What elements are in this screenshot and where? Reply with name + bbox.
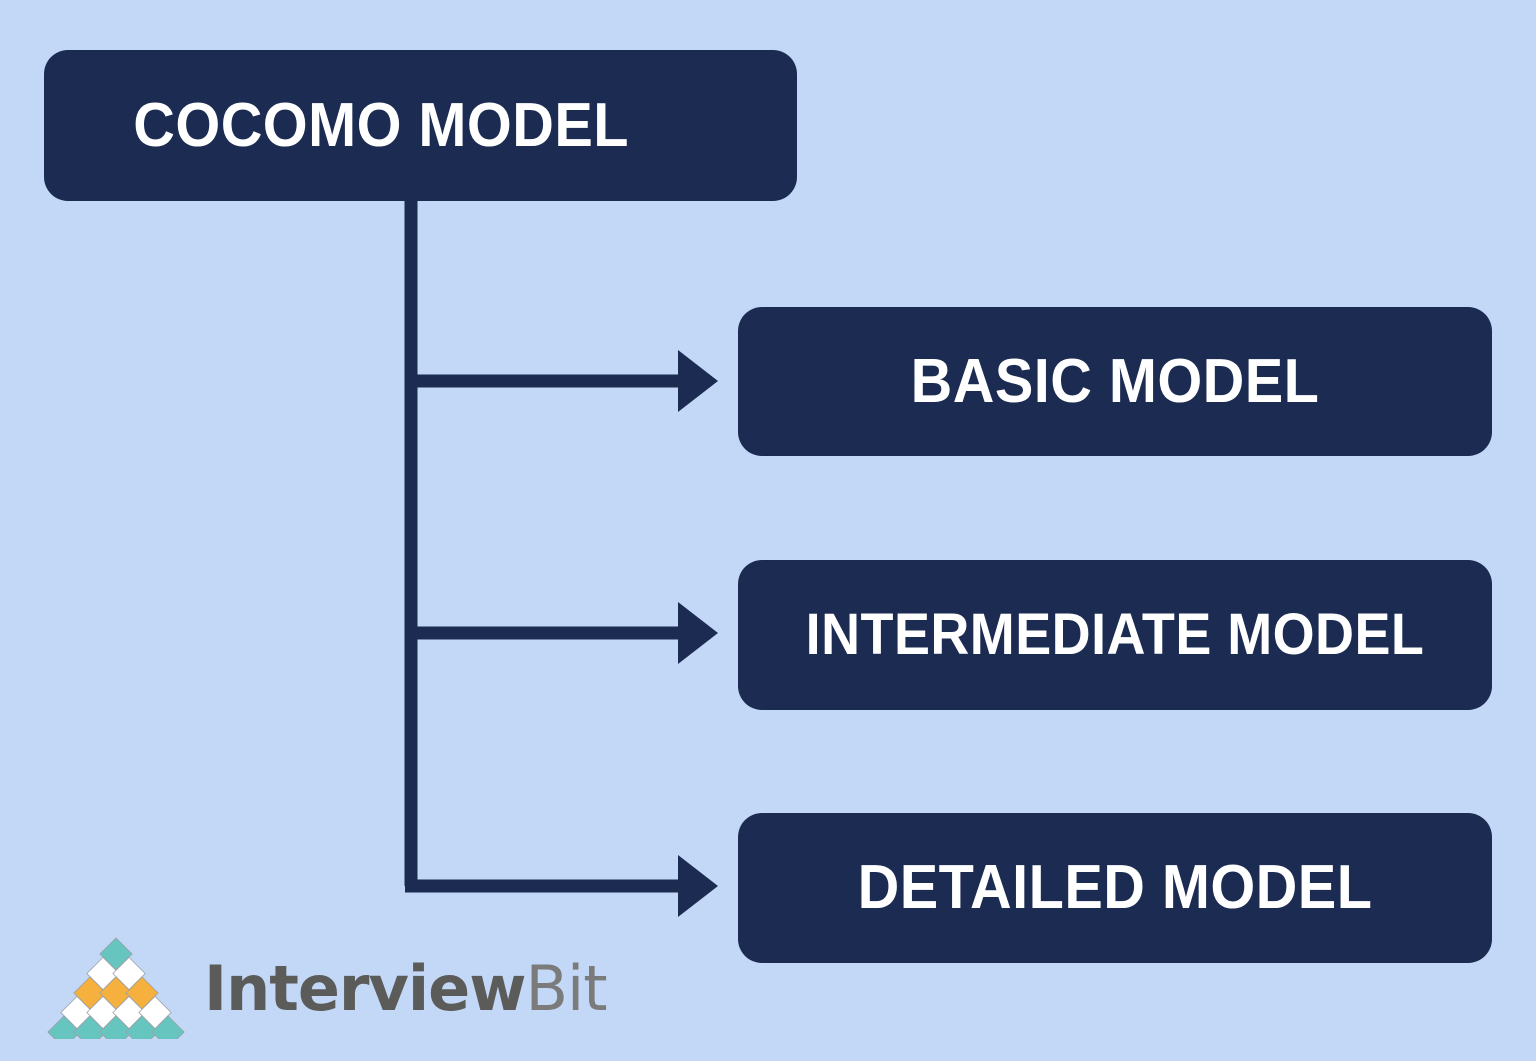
interviewbit-logo: InterviewBit xyxy=(46,932,608,1042)
logo-diamond-teal xyxy=(73,1015,107,1039)
node-cocomo-model-label: COCOMO MODEL xyxy=(133,90,629,160)
node-cocomo-model[interactable]: COCOMO MODEL xyxy=(44,50,797,201)
node-detailed-model-label: DETAILED MODEL xyxy=(857,853,1373,922)
arrowhead-intermediate-icon xyxy=(678,602,718,664)
logo-text-interview: Interview xyxy=(204,952,526,1025)
arrowhead-detailed-icon xyxy=(678,855,718,917)
node-basic-model[interactable]: BASIC MODEL xyxy=(738,307,1492,456)
interviewbit-wordmark: InterviewBit xyxy=(204,958,608,1020)
node-basic-model-label: BASIC MODEL xyxy=(910,346,1320,416)
logo-diamond-teal xyxy=(99,1015,133,1039)
node-intermediate-model[interactable]: INTERMEDIATE MODEL xyxy=(738,560,1492,710)
interviewbit-pyramid-icon xyxy=(47,937,185,1039)
logo-text-bit: Bit xyxy=(525,952,607,1025)
arrowhead-basic-icon xyxy=(678,350,718,412)
node-detailed-model[interactable]: DETAILED MODEL xyxy=(738,813,1492,963)
node-intermediate-model-label: INTERMEDIATE MODEL xyxy=(805,602,1425,667)
logo-diamond-teal xyxy=(47,1015,81,1039)
logo-diamond-teal xyxy=(151,1015,185,1039)
logo-diamond-teal xyxy=(125,1015,159,1039)
